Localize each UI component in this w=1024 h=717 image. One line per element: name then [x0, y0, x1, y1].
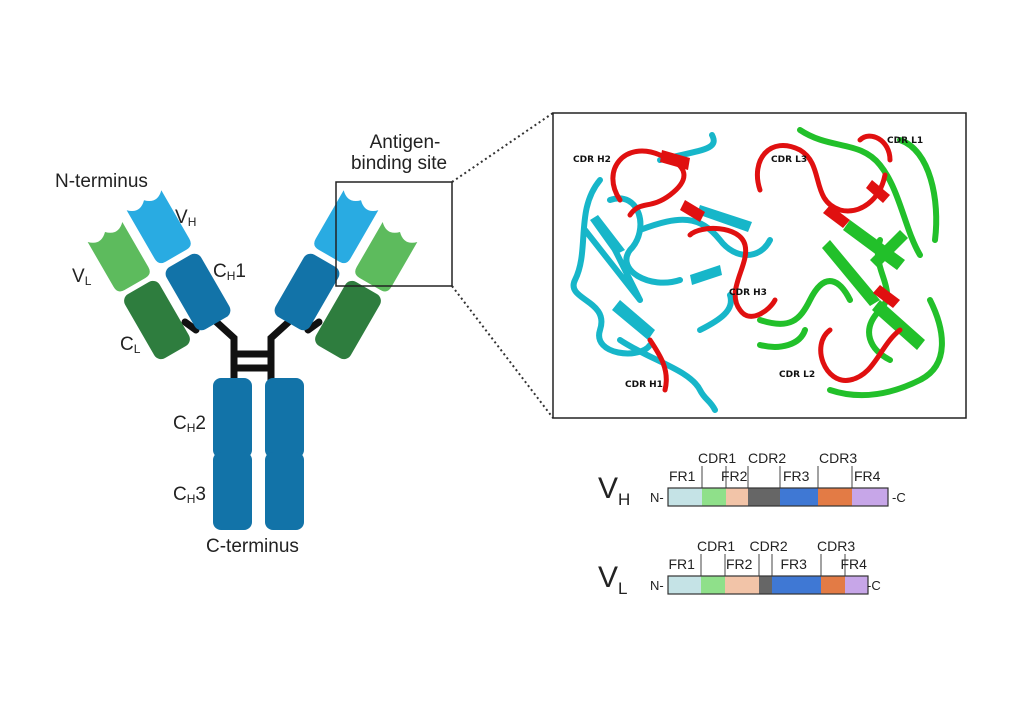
vl-n-terminus: N-	[650, 578, 664, 593]
light-chain-sheets	[822, 220, 925, 350]
hinge-region	[181, 314, 323, 389]
vl_bar-segment-cdr1	[701, 576, 725, 594]
cl-domain-left	[124, 280, 190, 360]
vl_bar-outline	[667, 575, 869, 595]
vl_bar-label-fr2: FR2	[726, 556, 753, 572]
vl_bar-segment-fr2	[725, 576, 759, 594]
light-chain-ribbon	[757, 127, 945, 399]
vh_bar-label-fr2: FR2	[721, 468, 748, 484]
vh_bar-label-cdr1: CDR1	[698, 450, 737, 466]
vh-bar-name: VH	[598, 472, 631, 509]
cdr-l1-label: CDR L1	[887, 136, 924, 146]
zoom-line-top	[451, 112, 554, 183]
vh_bar-label-fr3: FR3	[783, 468, 810, 484]
vh_bar-segment-cdr3	[818, 488, 852, 506]
zoom-line-bottom	[451, 285, 554, 419]
vl_bar-segment-cdr2	[759, 576, 772, 594]
vl-domain-right	[355, 222, 418, 292]
n-terminus-label: N-terminus	[55, 171, 148, 192]
antigen-site-label-line2: binding site	[350, 153, 448, 174]
vl_bar-label-fr1: FR1	[668, 556, 695, 572]
vl_bar-label-cdr2: CDR2	[749, 538, 788, 554]
cdr-h3-label: CDR H3	[729, 288, 767, 298]
vh_bar-segment-cdr1	[702, 488, 726, 506]
vh_bar-label-cdr2: CDR2	[748, 450, 787, 466]
vh_bar-segment-fr1	[668, 488, 702, 506]
vl_bar-segment-fr3	[772, 576, 821, 594]
vh-n-terminus: N-	[650, 490, 664, 505]
vh-label: VH	[175, 207, 197, 229]
heavy-chain-sheets	[590, 205, 752, 340]
vl-bar-name: VL	[598, 561, 628, 598]
vh-bar	[667, 466, 889, 507]
vh_bar-segment-fr2	[726, 488, 748, 506]
antibody-schematic	[87, 112, 554, 530]
vh-domain-left	[126, 190, 191, 264]
vh_bar-segment-fr3	[780, 488, 818, 506]
ch1-label: CH1	[213, 261, 246, 283]
vl-domain-left	[87, 222, 150, 292]
cl-domain-right	[315, 280, 381, 360]
ch3-domain-right	[265, 452, 304, 530]
structure-panel	[552, 112, 967, 419]
vh_bar-label-fr1: FR1	[669, 468, 696, 484]
vh_bar-label-cdr3: CDR3	[819, 450, 858, 466]
vl_bar-segment-fr1	[668, 576, 701, 594]
c-terminus-label: C-terminus	[206, 536, 299, 557]
ch2-domain-right	[265, 378, 304, 458]
vl_bar-segment-fr4	[845, 576, 868, 594]
antigen-binding-site-box	[335, 181, 453, 287]
vh-domain-right	[314, 190, 379, 264]
vl_bar-label-fr3: FR3	[780, 556, 807, 572]
vh_bar-segment-cdr2	[748, 488, 780, 506]
cdr-l3-label: CDR L3	[771, 155, 808, 165]
cdr-sheets	[660, 150, 900, 308]
vl_bar-label-fr4: FR4	[840, 556, 867, 572]
vh-c-terminus: -C	[892, 490, 906, 505]
vl-c-terminus: -C	[867, 578, 881, 593]
vh_bar-outline	[667, 487, 889, 507]
vl-label: VL	[72, 266, 92, 288]
antigen-site-label-line1: Antigen-	[369, 132, 441, 153]
vl_bar-label-cdr3: CDR3	[817, 538, 856, 554]
vh_bar-label-fr4: FR4	[854, 468, 881, 484]
vl-bar	[667, 554, 869, 595]
ch1-domain-left	[165, 253, 231, 331]
ch2-domain-left	[213, 378, 252, 458]
vl_bar-label-cdr1: CDR1	[697, 538, 736, 554]
ch1-domain-right	[274, 253, 340, 331]
ch3-domain-left	[213, 452, 252, 530]
cdr-h2-label: CDR H2	[573, 155, 611, 165]
cdr-h1-label: CDR H1	[625, 380, 663, 390]
cl-label: CL	[120, 334, 141, 356]
ch2-label: CH2	[173, 413, 206, 435]
ch3-label: CH3	[173, 484, 206, 506]
cdr-l2-label: CDR L2	[779, 370, 816, 380]
vh_bar-segment-fr4	[852, 488, 888, 506]
vl_bar-segment-cdr3	[821, 576, 845, 594]
